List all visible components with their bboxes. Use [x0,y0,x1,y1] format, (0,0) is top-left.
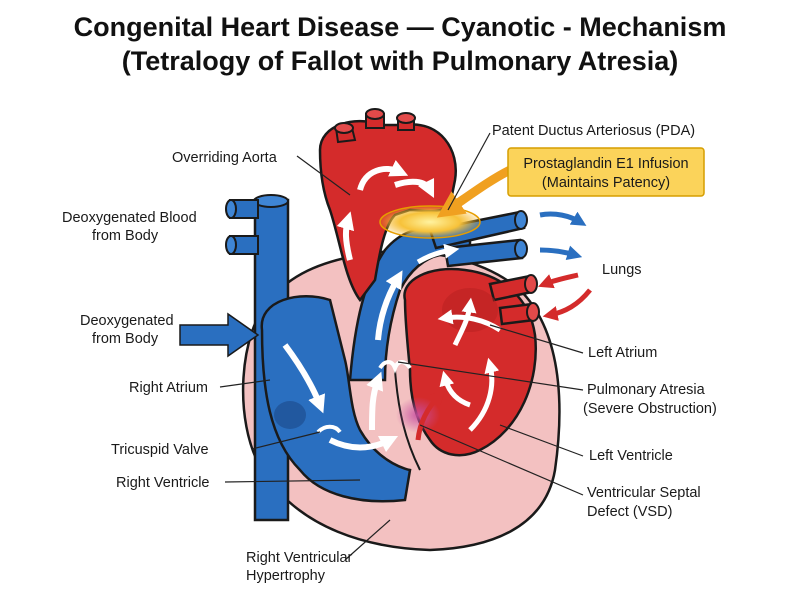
rv-flow-arrow [328,435,399,453]
pda-glow [379,205,481,239]
ra-flow-arrow [282,343,326,414]
pulmonary-vein-lower-end [526,302,540,322]
leader-right-ventricle [224,479,361,483]
la-flow-arrow-2 [452,297,477,347]
right-chambers [260,295,412,503]
body-vein-upper-end [225,199,237,219]
pge1-arrow [436,165,513,218]
rvot-flow-arrow [366,371,384,431]
lv-flow-arrow [468,357,500,432]
lung-arrow-in-2 [542,288,592,321]
vsd-flow-arrow [415,389,446,441]
lung-arrow-out-2 [539,245,583,261]
coronary-sinus-dot [274,401,306,429]
title-line-2: (Tetralogy of Fallot with Pulmonary Atre… [121,46,679,76]
aortic-branch-1-end [334,122,354,134]
la-flow-arrow-1 [437,309,502,333]
label-left-atrium: Left Atrium [588,345,657,361]
label-tricuspid-valve: Tricuspid Valve [111,442,209,458]
label-rv-hypertrophy-1: Right Ventricular [246,550,353,566]
leader-rv-hypertrophy [344,519,391,561]
pa-flow-arrow [416,243,460,265]
leader-tricuspid [251,431,321,450]
aortic-branch-2-end [365,108,385,120]
leader-left-ventricle [499,424,584,457]
label-left-ventricle: Left Ventricle [589,448,673,464]
label-lungs: Lungs [602,262,642,278]
label-pda: Patent Ductus Arteriosus (PDA) [492,123,695,139]
leader-left-atrium [489,324,584,354]
aortic-flow-arrow-2 [394,177,435,199]
label-vsd-1: Ventricular Septal [587,485,701,501]
label-pulm-atresia-2: (Severe Obstruction) [583,401,717,417]
label-pulm-atresia-1: Pulmonary Atresia [587,382,706,398]
trunk-flow-arrow [375,270,403,341]
body-vein-lower-end [225,235,237,255]
lung-arrow-out-1 [539,211,587,226]
label-rv-hypertrophy-2: Hypertrophy [246,568,326,584]
pulmonary-artery-upper-end [514,210,528,230]
lv-to-vsd-arrow [439,370,471,408]
leader-pda [447,132,491,211]
label-overriding-aorta: Overriding Aorta [172,150,278,166]
pge1-callout-box [507,147,705,197]
label-right-ventricle: Right Ventricle [116,475,210,491]
tricuspid-valve-shape [316,424,342,434]
leader-vsd [419,424,584,496]
label-deoxy-blood-body-2: from Body [92,228,159,244]
label-right-atrium: Right Atrium [129,380,208,396]
deoxy-inflow-arrow [179,312,260,358]
leader-pulm-atresia [397,361,584,391]
leader-overriding-aorta [296,155,351,196]
aortic-flow-arrow-1 [357,160,409,191]
label-deoxy-body-2: from Body [92,331,159,347]
label-vsd-2: Defect (VSD) [587,504,672,520]
aortic-flow-arrow-3 [336,211,355,261]
page-title: Congenital Heart Disease — Cyanotic - Me… [0,10,800,78]
label-deoxy-body-1: Deoxygenated [80,313,174,329]
pulmonary-artery-lower-end [514,239,528,259]
svc-opening [253,194,289,208]
label-deoxy-blood-body-1: Deoxygenated Blood [62,210,197,226]
pge1-label-line-2: (Maintains Patency) [542,175,670,191]
title-line-1: Congenital Heart Disease — Cyanotic - Me… [73,12,727,42]
lung-arrow-in-1 [538,272,579,289]
aortic-branch-3-end [396,112,416,124]
pulmonary-vein-upper-end [524,274,538,294]
leader-right-atrium [219,379,271,388]
pge1-label-line-1: Prostaglandin E1 Infusion [523,156,688,172]
